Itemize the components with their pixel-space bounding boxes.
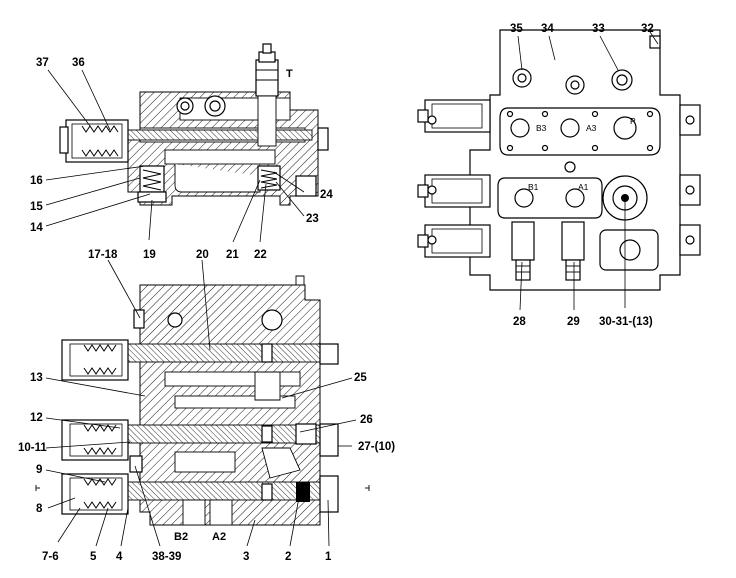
top-callouts: 37 36 16 15 14 19 21 22 23 24 T: [30, 57, 333, 261]
callout-29: 29: [567, 316, 580, 328]
callout-28: 28: [513, 316, 526, 328]
top-leader-lines: [45, 69, 305, 243]
callout-8: 8: [36, 503, 43, 515]
callout-22: 22: [254, 249, 267, 261]
port-label-a3: A3: [586, 123, 597, 133]
callout-13: 13: [30, 372, 43, 384]
callout-23: 23: [306, 213, 319, 225]
callout-9: 9: [36, 464, 42, 476]
callout-1: 1: [325, 551, 332, 563]
callout-19: 19: [143, 249, 156, 261]
callout-37: 37: [36, 57, 49, 69]
callout-2: 2: [285, 551, 291, 563]
callout-33: 33: [592, 23, 605, 35]
callout-16: 16: [30, 175, 43, 187]
callout-27-10: 27-(10): [358, 441, 395, 453]
external-view: [417, 29, 701, 291]
callout-24: 24: [320, 189, 333, 201]
callout-35: 35: [510, 23, 523, 35]
top-section-view: [59, 43, 329, 206]
callout-5: 5: [90, 551, 97, 563]
callout-21: 21: [226, 249, 239, 261]
port-label-t: T: [286, 68, 293, 80]
callout-7-6: 7-6: [42, 551, 59, 563]
callout-12: 12: [30, 412, 43, 424]
callout-26: 26: [360, 414, 373, 426]
callout-25: 25: [354, 372, 367, 384]
callout-14: 14: [30, 222, 43, 234]
callout-20: 20: [196, 249, 209, 261]
port-label-b3: B3: [536, 123, 547, 133]
callout-30-31-13: 30-31-(13): [599, 316, 653, 328]
bottom-callouts: 17-18 20 13 25 12 26 10-11 27-(10) 9 8 7…: [18, 249, 395, 563]
bottom-leader-lines: [45, 259, 357, 547]
port-label-b2: B2: [174, 531, 188, 543]
right-callouts: 35 34 33 32 28 29 30-31-(13) B3 A3 P B1 …: [510, 23, 654, 328]
callout-36: 36: [72, 57, 85, 69]
callout-3: 3: [243, 551, 249, 563]
port-label-p: P: [630, 116, 636, 126]
bottom-section-view: [35, 275, 370, 526]
port-label-a1: A1: [578, 182, 589, 192]
callout-34: 34: [541, 23, 554, 35]
callout-15: 15: [30, 201, 43, 213]
callout-4: 4: [116, 551, 123, 563]
port-label-a2: A2: [212, 531, 226, 543]
right-leader-lines: [517, 31, 659, 311]
callout-10-11: 10-11: [18, 442, 47, 454]
port-label-b1: B1: [528, 182, 539, 192]
callout-32: 32: [641, 23, 654, 35]
callout-38-39: 38-39: [152, 551, 181, 563]
callout-17-18: 17-18: [88, 249, 118, 261]
